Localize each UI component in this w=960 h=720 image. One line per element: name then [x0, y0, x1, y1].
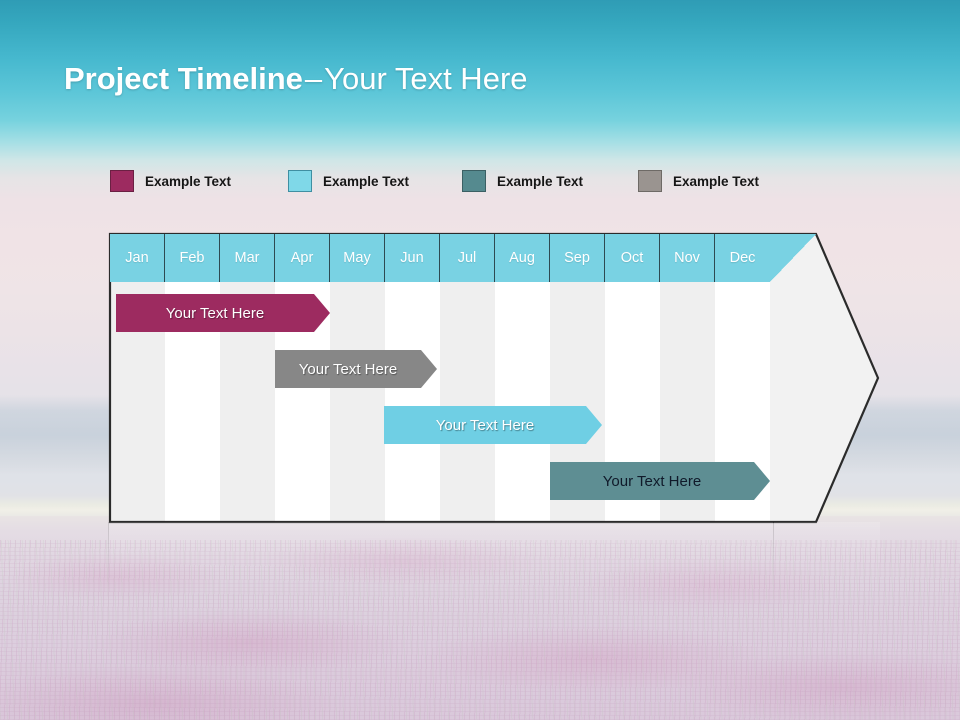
grid-column-mar	[220, 234, 275, 522]
month-header-may[interactable]: May	[330, 234, 385, 282]
legend-swatch-2	[288, 170, 312, 192]
task-bar-3[interactable]: Your Text Here	[384, 406, 602, 444]
month-header-oct[interactable]: Oct	[605, 234, 660, 282]
month-header-feb[interactable]: Feb	[165, 234, 220, 282]
task-bar-label-3: Your Text Here	[435, 416, 535, 434]
grid-column-jul	[440, 234, 495, 522]
month-header-jun[interactable]: Jun	[385, 234, 440, 282]
grid-column-jan	[110, 234, 165, 522]
legend-item-2[interactable]: Example Text	[288, 168, 409, 194]
legend-label-3: Example Text	[497, 173, 584, 189]
legend-swatch-3	[462, 170, 486, 192]
title-bold-part: Project Timeline	[64, 61, 303, 96]
legend-item-1[interactable]: Example Text	[110, 168, 231, 194]
task-bar-4[interactable]: Your Text Here	[550, 462, 770, 500]
grid-column-aug	[495, 234, 550, 522]
task-bar-1[interactable]: Your Text Here	[116, 294, 330, 332]
month-header-mar[interactable]: Mar	[220, 234, 275, 282]
month-header-jul[interactable]: Jul	[440, 234, 495, 282]
grid-column-feb	[165, 234, 220, 522]
task-bar-2[interactable]: Your Text Here	[275, 350, 437, 388]
legend-item-4[interactable]: Example Text	[638, 168, 759, 194]
legend-swatch-4	[638, 170, 662, 192]
legend-swatch-1	[110, 170, 134, 192]
legend-label-4: Example Text	[673, 173, 760, 189]
legend-item-3[interactable]: Example Text	[462, 168, 583, 194]
background-flower-field	[0, 516, 960, 720]
task-bar-label-2: Your Text Here	[298, 360, 398, 378]
legend-label-1: Example Text	[145, 173, 232, 189]
month-header-nov[interactable]: Nov	[660, 234, 715, 282]
month-header-arrow-tail	[770, 234, 816, 282]
title-light-part: Your Text Here	[324, 61, 528, 96]
legend-label-2: Example Text	[323, 173, 410, 189]
page-title: Project Timeline–Your Text Here	[64, 58, 528, 100]
background-field-texture	[0, 540, 960, 720]
month-header-dec[interactable]: Dec	[715, 234, 770, 282]
month-header-sep[interactable]: Sep	[550, 234, 605, 282]
month-header-jan[interactable]: Jan	[110, 234, 165, 282]
month-header-aug[interactable]: Aug	[495, 234, 550, 282]
month-header-apr[interactable]: Apr	[275, 234, 330, 282]
legend: Example Text Example Text Example Text Exam…	[110, 168, 830, 196]
title-dash: –	[304, 61, 323, 96]
task-bar-label-1: Your Text Here	[165, 304, 265, 322]
task-bar-label-4: Your Text Here	[602, 472, 702, 490]
